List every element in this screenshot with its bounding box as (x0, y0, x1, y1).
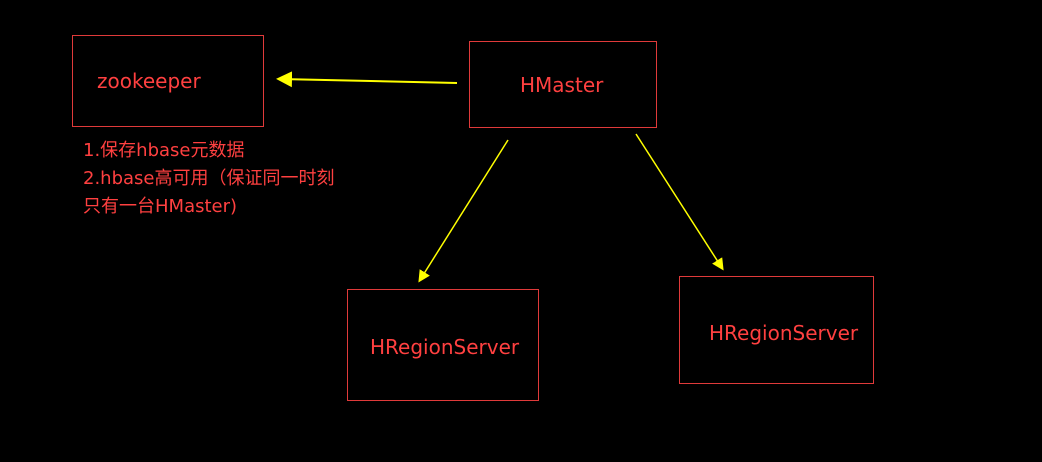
hmaster-node: HMaster (469, 41, 657, 128)
arrow-hmaster-to-zookeeper (276, 71, 458, 88)
region-server-node-right: HRegionServer (679, 276, 874, 384)
region-server-node-left: HRegionServer (347, 289, 539, 401)
zookeeper-label: zookeeper (97, 69, 201, 93)
zookeeper-node: zookeeper (72, 35, 264, 127)
arrow-hmaster-to-regionserver-right (635, 133, 724, 271)
note-line-1: 1.保存hbase元数据 (83, 140, 245, 161)
arrow-hmaster-to-regionserver-left (418, 139, 509, 283)
region-server-label-right: HRegionServer (709, 321, 859, 345)
note-line-3: 只有一台HMaster) (83, 196, 238, 217)
note-line-2: 2.hbase高可用（保证同一时刻 (83, 168, 335, 189)
hmaster-label: HMaster (520, 73, 604, 97)
region-server-label-left: HRegionServer (370, 335, 520, 359)
zookeeper-notes: 1.保存hbase元数据 2.hbase高可用（保证同一时刻 只有一台HMast… (83, 137, 335, 221)
